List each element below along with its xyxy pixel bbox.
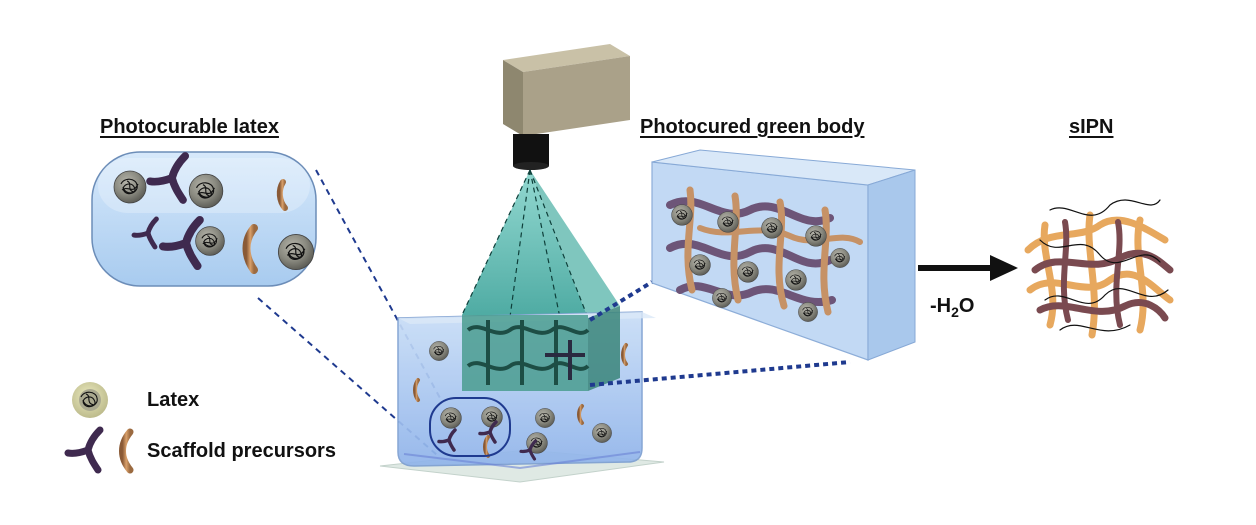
projector-icon <box>503 44 630 170</box>
zoom-line <box>589 360 851 387</box>
legend-scaffold-label: Scaffold precursors <box>147 440 336 462</box>
latex-particle-icon <box>196 227 225 256</box>
photocured-green-body-panel <box>651 149 916 361</box>
photocurable-latex-panel <box>91 151 317 287</box>
resin-vat <box>379 306 665 483</box>
water-label-subscript: 2 <box>951 304 959 320</box>
scaffold-legend-icon <box>64 426 134 474</box>
photocurable-latex-title: Photocurable latex <box>100 116 279 138</box>
sipn-network <box>1024 199 1174 339</box>
latex-particle-icon <box>114 171 146 203</box>
water-label-prefix: -H <box>930 295 952 317</box>
reaction-arrow-icon <box>918 255 1018 281</box>
latex-legend-icon <box>72 382 108 418</box>
latex-particle-icon <box>189 174 223 208</box>
water-removal-label: -H2O <box>930 295 975 320</box>
scaffold-arc-icon <box>276 179 288 211</box>
photocured-green-body-title: Photocured green body <box>640 116 865 138</box>
scaffold-arc-icon <box>242 224 258 274</box>
latex-particle-icon <box>278 234 313 269</box>
legend-latex-label: Latex <box>147 389 200 411</box>
sipn-title: sIPN <box>1069 116 1114 138</box>
zoom-line <box>588 280 654 322</box>
light-beam <box>461 169 620 319</box>
water-label-suffix: O <box>958 295 975 317</box>
